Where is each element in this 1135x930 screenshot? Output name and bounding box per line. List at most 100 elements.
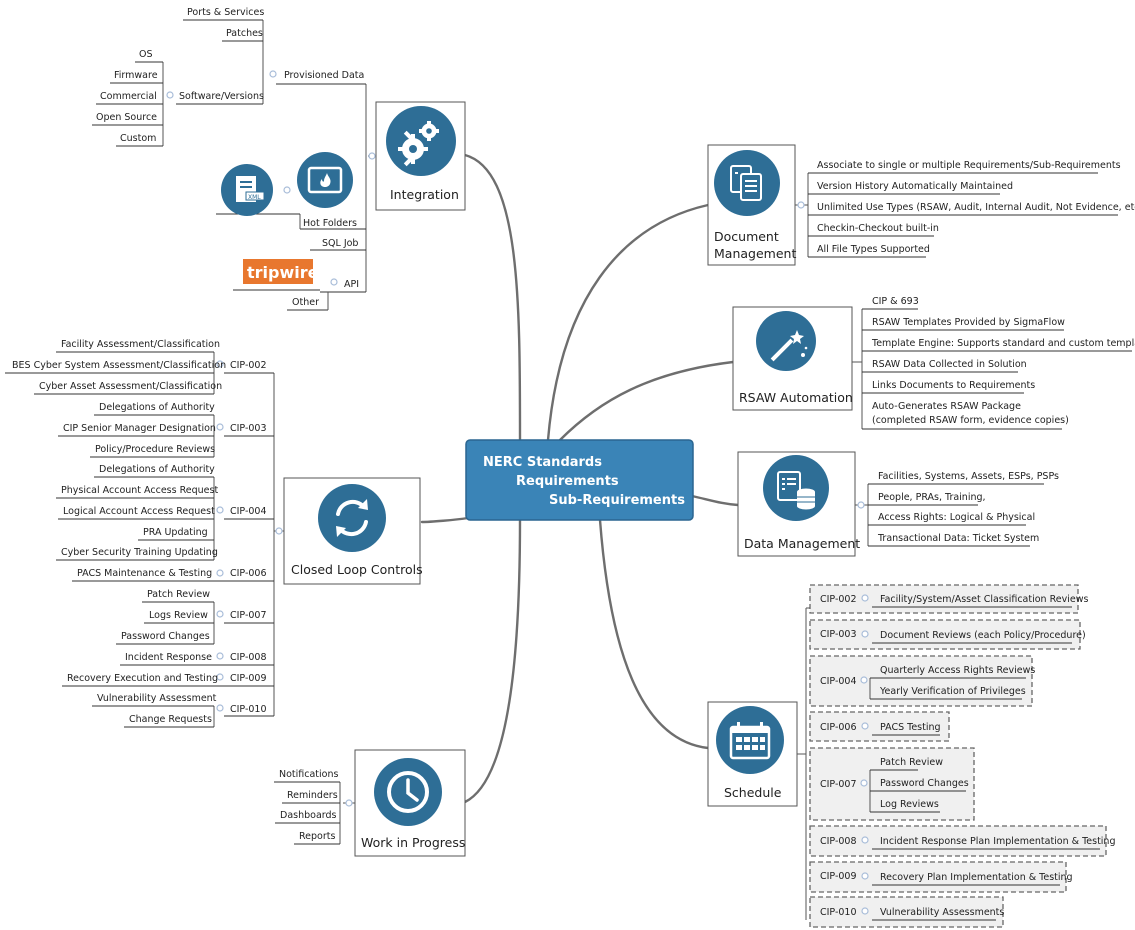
schedule-007-item-1: Patch Review xyxy=(880,757,943,768)
closed-loop-branches: CIP-002 Facility Assessment/Classificati… xyxy=(5,339,284,728)
clock-face xyxy=(387,771,429,813)
schedule-cip-006: CIP-006 xyxy=(820,722,857,733)
branch-integration xyxy=(463,153,522,442)
closed-loop-cip-002: CIP-002 xyxy=(230,360,267,371)
closed-loop-cip-004: CIP-004 xyxy=(230,506,267,517)
closed-loop-cip-010: CIP-010 xyxy=(230,704,267,715)
schedule-title: Schedule xyxy=(724,785,782,800)
schedule-004-item-2: Yearly Verification of Privileges xyxy=(879,686,1026,697)
schedule-group-002 xyxy=(809,584,1079,614)
branch-schedule xyxy=(598,518,710,750)
central-node[interactable]: NERC Standards Requirements Sub-Requirem… xyxy=(465,439,694,521)
schedule-003-item-1: Document Reviews (each Policy/Procedure) xyxy=(880,630,1086,641)
schedule-node[interactable]: Schedule xyxy=(707,701,798,807)
xml-badge: XML xyxy=(248,194,261,201)
hot-folders-label: Hot Folders xyxy=(303,218,357,229)
schedule-group-010 xyxy=(809,896,1004,928)
xml-file-icon: XML xyxy=(221,164,273,216)
data-item-2: People, PRAs, Training, xyxy=(878,492,986,503)
schedule-009-item-1: Recovery Plan Implementation & Testing xyxy=(880,872,1073,883)
schedule-006-item-1: PACS Testing xyxy=(880,722,941,733)
branch-closed-loop xyxy=(420,516,470,524)
closed-loop-007-item-2: Logs Review xyxy=(149,610,208,621)
rsaw-branches: CIP & 693 RSAW Templates Provided by Sig… xyxy=(852,296,1135,430)
closed-loop-010-item-2: Change Requests xyxy=(129,714,212,725)
schedule-cip-004: CIP-004 xyxy=(820,676,857,687)
closed-loop-007-item-1: Patch Review xyxy=(147,589,210,600)
wip-item-reports: Reports xyxy=(299,831,335,842)
closed-loop-cip-008: CIP-008 xyxy=(230,652,267,663)
document-management-title-2: Management xyxy=(714,246,796,261)
closed-loop-002-item-1: Facility Assessment/Classification xyxy=(61,339,220,350)
main-branches xyxy=(420,153,740,804)
integration-title: Integration xyxy=(390,187,459,202)
closed-loop-004-item-4: PRA Updating xyxy=(143,527,208,538)
wip-item-dashboards: Dashboards xyxy=(280,810,337,821)
gears-icon xyxy=(386,106,456,176)
schedule-007-item-2: Password Changes xyxy=(880,778,969,789)
software-commercial: Commercial xyxy=(100,91,157,102)
rsaw-item-6-line-2: (completed RSAW form, evidence copies) xyxy=(872,415,1069,426)
hot-folder-icon xyxy=(297,152,353,208)
database-glyph xyxy=(777,471,815,510)
integration-node[interactable]: Integration xyxy=(375,101,466,211)
closed-loop-003-item-2: CIP Senior Manager Designation xyxy=(63,423,216,434)
data-item-1: Facilities, Systems, Assets, ESPs, PSPs xyxy=(878,471,1059,482)
work-in-progress-node[interactable]: Work in Progress xyxy=(354,749,466,857)
closed-loop-007-item-3: Password Changes xyxy=(121,631,210,642)
schedule-007-item-3: Log Reviews xyxy=(880,799,939,810)
document-management-branches: Associate to single or multiple Requirem… xyxy=(795,160,1135,258)
wip-item-notifications: Notifications xyxy=(279,769,339,780)
rsaw-automation-node[interactable]: RSAW Automation xyxy=(732,306,853,411)
schedule-cip-003: CIP-003 xyxy=(820,629,857,640)
software-versions-label: Software/Versions xyxy=(179,91,264,102)
rsaw-item-4: RSAW Data Collected in Solution xyxy=(872,359,1027,370)
schedule-008-item-1: Incident Response Plan Implementation & … xyxy=(880,836,1115,847)
document-item-4: Checkin-Checkout built-in xyxy=(817,223,939,234)
schedule-cip-008: CIP-008 xyxy=(820,836,857,847)
document-item-1: Associate to single or multiple Requirem… xyxy=(817,160,1121,171)
rsaw-item-5: Links Documents to Requirements xyxy=(872,380,1035,391)
closed-loop-004-item-5: Cyber Security Training Updating xyxy=(61,547,218,558)
closed-loop-002-item-2: BES Cyber System Assessment/Classificati… xyxy=(12,360,226,371)
schedule-010-item-1: Vulnerability Assessments xyxy=(880,907,1004,918)
data-management-node[interactable]: Data Management xyxy=(737,451,860,557)
closed-loop-004-item-3: Logical Account Access Request xyxy=(63,506,215,517)
closed-loop-004-item-2: Physical Account Access Request xyxy=(61,485,218,496)
schedule-cip-010: CIP-010 xyxy=(820,907,857,918)
software-open-source: Open Source xyxy=(96,112,157,123)
closed-loop-003-item-3: Policy/Procedure Reviews xyxy=(95,444,215,455)
documents-glyph xyxy=(730,165,762,201)
patches-label: Patches xyxy=(226,28,263,39)
document-item-3: Unlimited Use Types (RSAW, Audit, Intern… xyxy=(817,202,1135,213)
closed-loop-009-item-1: Recovery Execution and Testing xyxy=(67,673,218,684)
clock-hands xyxy=(406,778,419,802)
data-item-3: Access Rights: Logical & Physical xyxy=(878,512,1035,523)
document-management-title-1: Document xyxy=(714,229,779,244)
calendar-glyph xyxy=(729,722,771,760)
provisioned-data-label: Provisioned Data xyxy=(284,70,364,81)
rsaw-item-6-line-1: Auto-Generates RSAW Package xyxy=(872,401,1021,412)
data-management-branches: Facilities, Systems, Assets, ESPs, PSPs … xyxy=(855,471,1059,547)
branch-document-management xyxy=(546,203,710,442)
schedule-002-item-1: Facility/System/Asset Classification Rev… xyxy=(880,594,1088,605)
schedule-group-004 xyxy=(809,655,1033,707)
closed-loop-010-item-1: Vulnerability Assessment xyxy=(97,693,217,704)
closed-loop-004-item-1: Delegations of Authority xyxy=(99,464,215,475)
closed-loop-cip-003: CIP-003 xyxy=(230,423,267,434)
central-line-2: Requirements xyxy=(516,474,619,489)
data-item-4: Transactional Data: Ticket System xyxy=(877,533,1039,544)
work-in-progress-branches: Notifications Reminders Dashboards Repor… xyxy=(274,769,355,845)
tripwire-logo-text: tripwire xyxy=(247,263,319,282)
software-firmware: Firmware xyxy=(114,70,158,81)
document-management-node[interactable]: Document Management xyxy=(707,144,796,266)
branch-work-in-progress xyxy=(463,518,522,804)
closed-loop-controls-node[interactable]: Closed Loop Controls xyxy=(283,477,423,585)
other-label: Other xyxy=(292,297,319,308)
rsaw-title: RSAW Automation xyxy=(739,390,853,405)
ports-services-label: Ports & Services xyxy=(187,7,264,18)
schedule-group-009 xyxy=(809,861,1067,893)
integration-branches: Provisioned Data Ports & Services Patche… xyxy=(92,7,376,311)
closed-loop-002-item-3: Cyber Asset Assessment/Classification xyxy=(39,381,222,392)
